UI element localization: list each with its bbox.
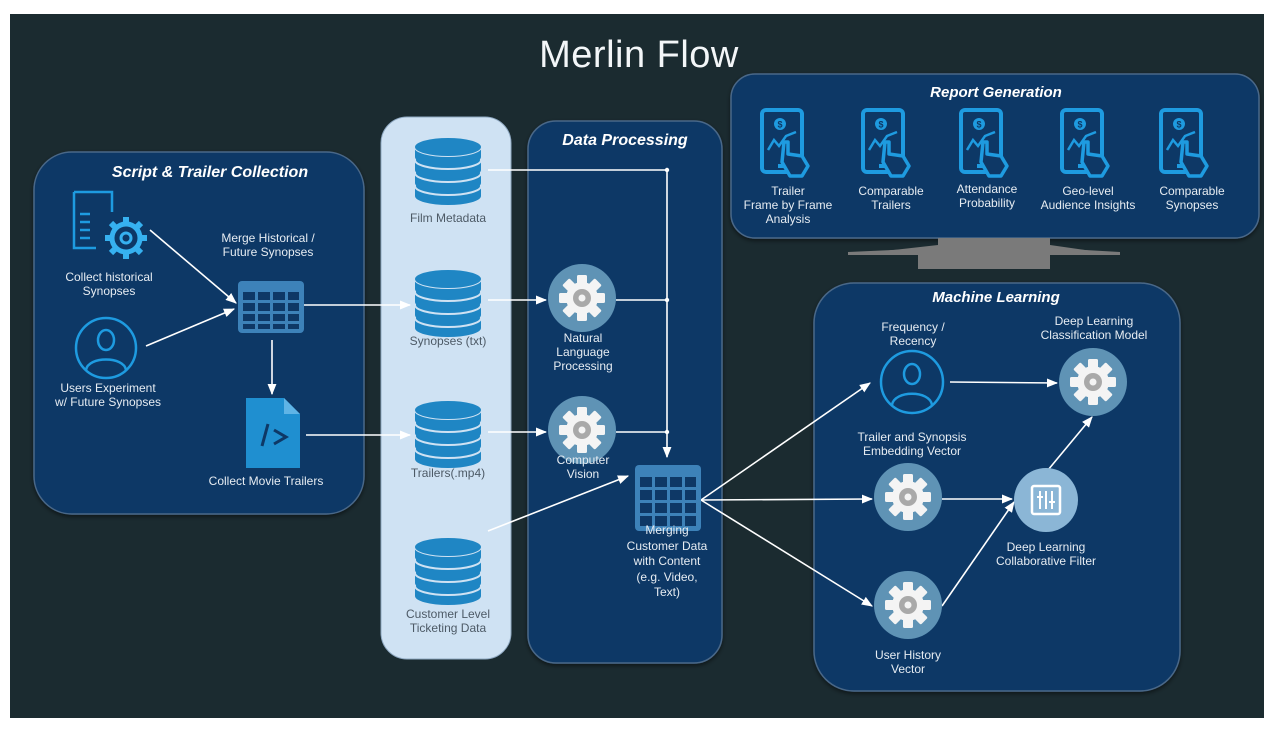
arrow-merge-to-history (700, 499, 873, 607)
gear-icon (874, 463, 942, 531)
database-icon (414, 137, 482, 205)
label-film-metadata: Film Metadata (409, 211, 487, 225)
user-circle-icon (879, 349, 945, 415)
svg-text:$: $ (1176, 120, 1181, 130)
document-gear-icon (72, 190, 147, 259)
label-trailers-mp4: Trailers(.mp4) (410, 466, 486, 480)
label-collect-trailers: Collect Movie Trailers (208, 474, 324, 488)
arrow-merge-to-embed (700, 494, 874, 504)
arrow-historical-to-merge (149, 229, 237, 304)
gear-icon (548, 264, 616, 332)
tablet-report-icon: $ (1060, 108, 1110, 178)
filter-grid-icon (1014, 468, 1078, 532)
gear-icon (1059, 348, 1127, 416)
label-synopses-txt: Synopses (txt) (409, 334, 487, 348)
data-stores-panel (380, 116, 512, 660)
tablet-report-icon: $ (959, 108, 1009, 178)
user-circle-icon (74, 316, 138, 380)
svg-text:$: $ (878, 120, 883, 130)
collection-title: Script & Trailer Collection (111, 164, 309, 181)
arrow-freq-to-classify (949, 378, 1059, 388)
label-frequency-recency: Frequency /Recency (881, 320, 945, 348)
big-up-arrow-stem (918, 253, 1050, 269)
arrow-ticketing-to-merge (487, 475, 630, 532)
report-title: Report Generation (930, 84, 1062, 101)
collection-panel (33, 151, 365, 515)
tablet-report-icon: $ (760, 108, 810, 178)
database-icon (414, 537, 482, 605)
tablet-report-icon: $ (1159, 108, 1209, 178)
junction-dots (664, 167, 670, 435)
database-icon (414, 269, 482, 337)
big-up-arrow-body (848, 245, 1120, 255)
page-title: Merlin Flow (539, 34, 739, 76)
arrow-users-to-merge (145, 308, 236, 347)
label-merge-historical: Merge Historical /Future Synopses (221, 231, 315, 259)
gear-icon (874, 571, 942, 639)
arrow-merge-to-freq (700, 382, 871, 501)
svg-text:$: $ (976, 120, 981, 130)
ml-title: Machine Learning (932, 289, 1060, 306)
arrow-collab-to-classify (1047, 416, 1093, 471)
svg-text:$: $ (1077, 120, 1082, 130)
gear-icon (548, 396, 616, 464)
processing-title: Data Processing (562, 132, 688, 149)
arrow-history-to-collab (941, 501, 1015, 607)
table-icon (635, 465, 701, 531)
code-file-icon (246, 398, 300, 468)
svg-text:$: $ (777, 120, 782, 130)
tablet-report-icon: $ (861, 108, 911, 178)
database-icon (414, 400, 482, 468)
ml-panel (813, 282, 1181, 692)
table-icon (238, 281, 304, 333)
